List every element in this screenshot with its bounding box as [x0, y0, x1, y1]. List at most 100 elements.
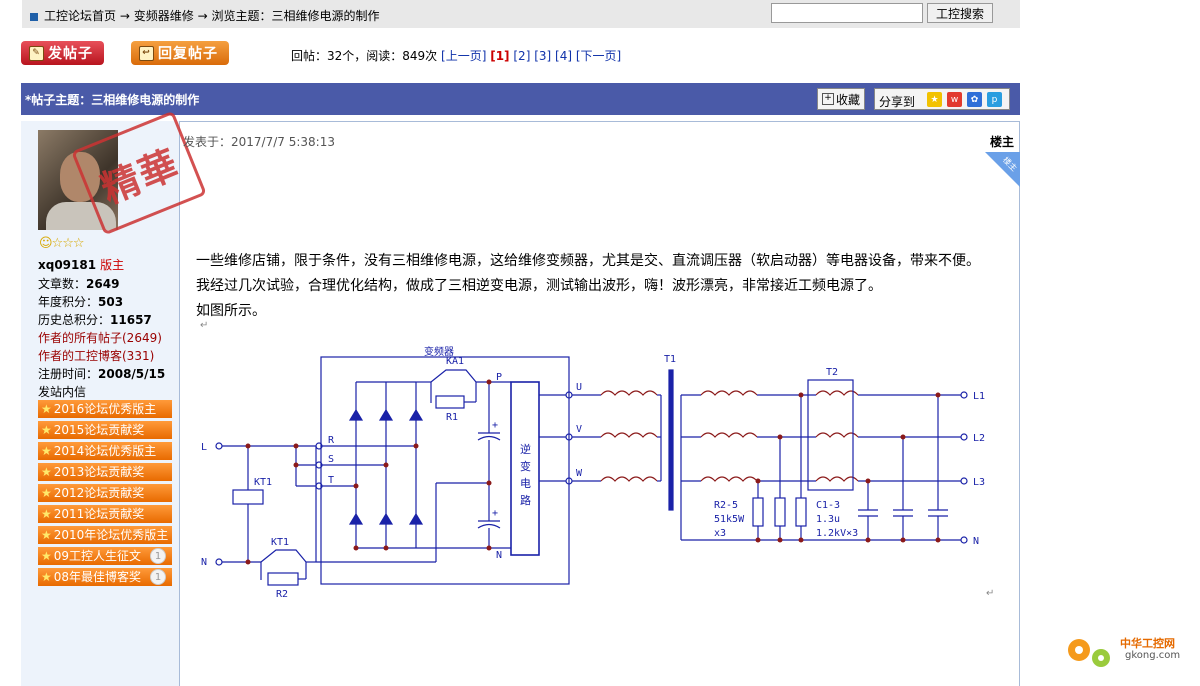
logo-name: 中华工控网 [1120, 637, 1175, 650]
articles-label: 文章数： [38, 277, 87, 291]
pencil-icon: ✎ [29, 45, 44, 61]
label-R25-count: x3 [714, 528, 726, 539]
page-link-3[interactable]: [3] [534, 49, 552, 63]
total-value: 11657 [110, 313, 152, 327]
star-icon: ★ [41, 465, 52, 479]
reply-post-button[interactable]: ↩ 回复帖子 [131, 41, 229, 65]
search-button[interactable]: 工控搜索 [927, 3, 993, 23]
plus-icon: + [821, 93, 834, 105]
star-icon: ★ [41, 528, 52, 542]
avatar[interactable] [38, 130, 118, 230]
stats-text: 回帖：32个，阅读：849次 [291, 49, 438, 63]
star-icon: ★ [41, 423, 52, 437]
label-T1: T1 [664, 354, 676, 365]
post-paragraph: 我经过几次试验，合理优化结构，做成了三相逆变电源，测试输出波形，嗨！波形漂亮，非… [196, 278, 882, 294]
label-KT1: KT1 [254, 477, 272, 488]
return-mark: ↵ [200, 320, 209, 331]
breadcrumb-current: 浏览主题：三相维修电源的制作 [211, 9, 380, 23]
topic-header: *帖子主题：三相维修电源的制作 + 收藏 分享到 ★ w ✿ p [21, 83, 1020, 115]
favorite-button[interactable]: + 收藏 [817, 88, 865, 110]
label-T: T [328, 475, 334, 486]
label-L: L [201, 442, 207, 453]
year-label: 年度积分： [38, 295, 99, 309]
award-item[interactable]: ★2016论坛优秀版主 [38, 400, 172, 418]
page-link-2[interactable]: [2] [513, 49, 531, 63]
label-R25: R2-5 [714, 500, 738, 511]
junction-dots [245, 379, 941, 565]
topic-title: *帖子主题：三相维修电源的制作 [25, 93, 200, 107]
label-L2: L2 [973, 433, 985, 444]
label-V: V [576, 424, 582, 435]
award-label: 2016论坛优秀版主 [53, 402, 157, 416]
label-S: S [328, 454, 334, 465]
star-icon: ★ [41, 444, 52, 458]
search-input[interactable] [771, 3, 923, 23]
prev-page-link[interactable]: [上一页] [441, 49, 487, 63]
total-label: 历史总积分： [38, 313, 111, 327]
label-L1: L1 [973, 391, 985, 402]
label-L3: L3 [973, 477, 985, 488]
award-item[interactable]: ★2012论坛贡献奖 [38, 484, 172, 502]
label-R: R [328, 435, 335, 446]
award-item[interactable]: ★2015论坛贡献奖 [38, 421, 172, 439]
avatar-shirt [46, 202, 116, 230]
reply-icon: ↩ [139, 45, 154, 61]
year-value: 503 [98, 295, 124, 309]
author-register-date: 注册时间：2008/5/15 [38, 365, 165, 382]
new-post-button[interactable]: ✎ 发帖子 [21, 41, 104, 65]
author-all-posts-link[interactable]: 作者的所有帖子(2649) [38, 331, 162, 345]
label-C13-value: 1.3u [816, 514, 840, 525]
core-char-2: 变 [520, 459, 531, 473]
label-W: W [576, 468, 583, 479]
label-C13-rating: 1.2kV×3 [816, 528, 858, 539]
page-link-1[interactable]: [1] [490, 49, 510, 63]
page-link-4[interactable]: [4] [555, 49, 573, 63]
author-role: 版主 [100, 258, 125, 272]
author-total-score: 历史总积分：11657 [38, 311, 152, 328]
weibo-share-icon[interactable]: w [947, 92, 962, 107]
award-label: 2013论坛贡献奖 [53, 465, 145, 479]
articles-value: 2649 [86, 277, 120, 291]
more-share-icon[interactable]: p [987, 92, 1002, 107]
breadcrumb-section[interactable]: 变频器维修 [133, 9, 194, 23]
inverter-label: 变频器 [424, 345, 454, 358]
thread-stats: 回帖：32个，阅读：849次 [上一页] [1] [2] [3] [4] [下一… [291, 47, 621, 64]
reg-value: 2008/5/15 [98, 367, 166, 381]
circuit-schematic[interactable]: 变频器 L N KT1 KT1 R2 R S T KA1 R1 P N + + … [196, 340, 1006, 605]
award-item[interactable]: ★2013论坛贡献奖 [38, 463, 172, 481]
award-label: 2015论坛贡献奖 [53, 423, 145, 437]
breadcrumb-home[interactable]: 工控论坛首页 [44, 9, 117, 23]
share-box: 分享到 ★ w ✿ p [874, 88, 1010, 110]
award-label: 2010年论坛优秀版主 [53, 528, 169, 542]
author-blog-link[interactable]: 作者的工控博客(331) [38, 349, 155, 363]
star-icon: ★ [41, 486, 52, 500]
reply-post-label: 回复帖子 [158, 46, 218, 62]
baidu-share-icon[interactable]: ✿ [967, 92, 982, 107]
award-item[interactable]: ★2014论坛优秀版主 [38, 442, 172, 460]
logo-domain: gkong.com [1125, 650, 1181, 661]
label-C13: C1-3 [816, 500, 840, 511]
award-item[interactable]: ★2011论坛贡献奖 [38, 505, 172, 523]
author-articles: 文章数：2649 [38, 275, 119, 292]
post-floor-tag: 楼主 [990, 135, 1015, 149]
gkong-logo [1068, 639, 1110, 667]
label-KT1-contact: KT1 [271, 537, 289, 548]
star-icon: ★ [41, 549, 52, 563]
label-R25-value: 51k5W [714, 514, 745, 525]
label-U: U [576, 382, 582, 393]
award-item[interactable]: ★2010年论坛优秀版主 [38, 526, 172, 544]
post-paragraph: 一些维修店铺，限于条件，没有三相维修电源，这给维修变频器，尤其是交、直流调压器（… [196, 253, 980, 269]
label-plus-2: + [492, 508, 498, 519]
star-icon: ★ [41, 507, 52, 521]
send-message-link[interactable]: 发站内信 [38, 385, 87, 399]
avatar-face [60, 152, 100, 202]
breadcrumb: 工控论坛首页 → 变频器维修 → 浏览主题：三相维修电源的制作 [30, 7, 379, 24]
qzone-share-icon[interactable]: ★ [927, 92, 942, 107]
inverter-box [320, 356, 570, 585]
label-KA1: KA1 [446, 356, 464, 367]
next-page-link[interactable]: [下一页] [575, 49, 622, 63]
new-post-label: 发帖子 [48, 46, 93, 62]
